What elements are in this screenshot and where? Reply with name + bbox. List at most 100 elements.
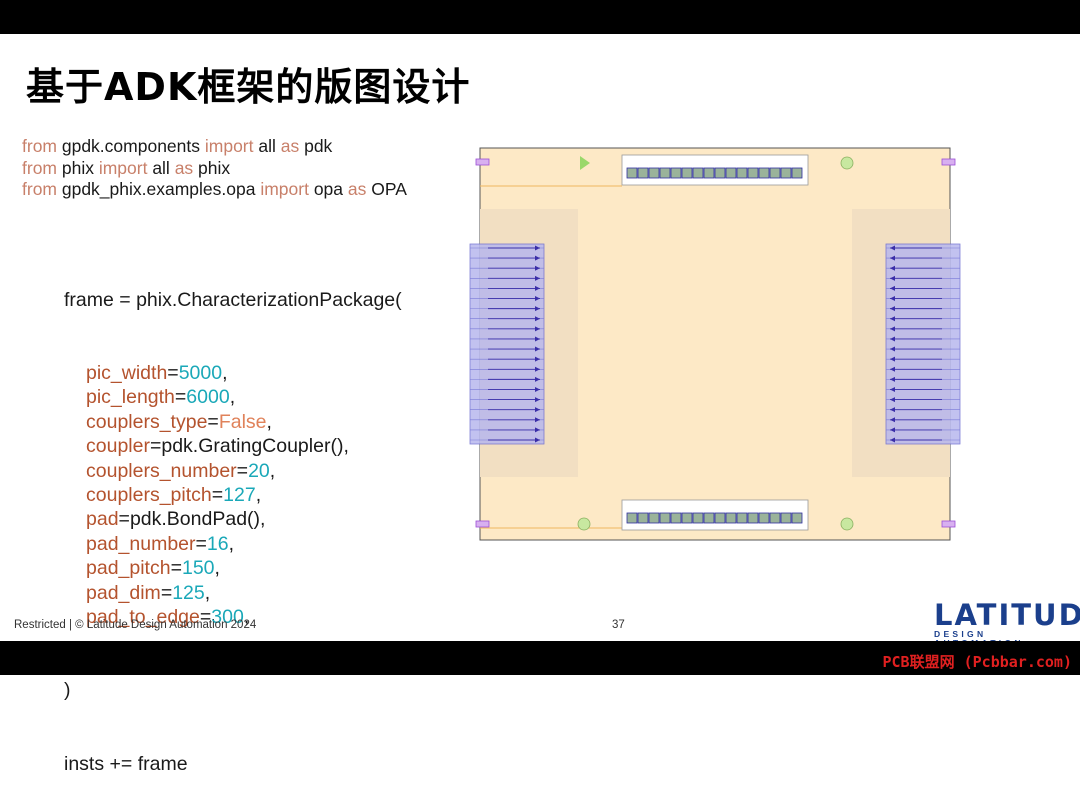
top-pad-row-pad <box>703 167 715 179</box>
triangle-marker <box>580 156 590 170</box>
equals-sign: = <box>170 557 182 580</box>
keyword-import: import <box>98 157 148 178</box>
top-pad-row-pad <box>714 167 726 179</box>
coupler-arrow <box>535 326 540 332</box>
equals-sign: = <box>211 484 224 507</box>
alignment-marker <box>840 517 854 531</box>
top-pad-row-pad <box>736 167 748 179</box>
coupler-arrow <box>890 386 895 392</box>
import-name: all <box>147 157 175 178</box>
argument-name: pad_dim <box>86 581 161 604</box>
equals-sign: = <box>149 435 162 458</box>
argument-line: pic_length=6000, <box>64 385 402 409</box>
argument-name: pad_to_edge <box>86 606 200 629</box>
coupler-arrow <box>535 427 540 433</box>
keyword-as: as <box>347 179 367 199</box>
coupler-arrow <box>535 265 540 271</box>
coupler-arrow <box>535 407 540 413</box>
argument-value: pdk.GratingCoupler() <box>161 435 344 458</box>
bottom-pad-row-pad <box>736 512 748 524</box>
argument-line: couplers_pitch=127, <box>64 483 402 507</box>
bottom-pad-row-pad <box>703 512 715 524</box>
coupler-arrow <box>890 437 895 443</box>
coupler-arrow <box>535 356 540 362</box>
coupler-arrow <box>890 245 895 251</box>
coupler-arrow <box>535 245 540 251</box>
top-pad-row-pad <box>769 167 781 179</box>
top-pad-row-pad <box>747 167 759 179</box>
argument-line: pad_dim=125, <box>64 581 402 605</box>
import-alias: pdk <box>299 136 333 156</box>
import-line: from gpdk.components import all as pdk <box>22 136 407 158</box>
bottom-pad-row-pad <box>769 512 781 524</box>
chip-layout-figure <box>469 147 961 541</box>
argument-line: pic_width=5000, <box>64 361 402 385</box>
logo-main-text: LATITUDE <box>934 598 1080 632</box>
equals-sign: = <box>199 606 212 629</box>
bottom-pad-row-pad <box>780 512 792 524</box>
coupler-arrow <box>535 366 540 372</box>
coupler-arrow <box>890 407 895 413</box>
coupler-arrow <box>535 306 540 312</box>
keyword-import: import <box>260 179 309 199</box>
argument-name: coupler <box>86 435 150 458</box>
comma: , <box>204 581 211 604</box>
argument-name: pad_pitch <box>86 557 171 580</box>
top-pad-row-pad <box>670 167 682 179</box>
equals-sign: = <box>160 581 173 604</box>
import-line: from gpdk_phix.examples.opa import opa a… <box>22 179 407 201</box>
argument-name: couplers_pitch <box>86 484 212 507</box>
bottom-pad-row-pad <box>747 512 759 524</box>
bottom-pad-row-pad <box>725 512 737 524</box>
latitude-logo: LATITUDE DESIGN AUTOMATION <box>934 598 1080 648</box>
argument-value: 150 <box>181 557 215 580</box>
coupler-arrow <box>890 346 895 352</box>
top-black-bar <box>0 0 1080 34</box>
import-alias: OPA <box>366 179 407 199</box>
comma: , <box>214 557 220 580</box>
bottom-pad-row-pad <box>681 512 693 524</box>
coupler-arrow <box>890 296 895 302</box>
bottom-pad-row-pad <box>637 512 649 524</box>
coupler-arrow <box>535 376 540 382</box>
coupler-arrow <box>535 285 540 291</box>
slide-title: 基于ADK框架的版图设计 <box>26 65 471 109</box>
top-pad-row-pad <box>725 167 737 179</box>
comma: , <box>255 484 262 507</box>
top-pad-row-pad <box>681 167 693 179</box>
coupler-array <box>469 243 545 445</box>
keyword-from: from <box>22 157 57 178</box>
top-pad-row-pad <box>791 167 803 179</box>
import-name: opa <box>308 179 348 199</box>
argument-name: couplers_type <box>86 410 208 433</box>
argument-value: 5000 <box>178 362 223 385</box>
comma: , <box>269 459 276 482</box>
bottom-pad-row-pad <box>670 512 682 524</box>
keyword-from: from <box>22 179 57 199</box>
coupler-arrow <box>890 306 895 312</box>
coupler-array <box>885 243 961 445</box>
coupler-arrow <box>890 397 895 403</box>
bottom-pad-row-pad <box>659 512 671 524</box>
coupler-arrow <box>890 417 895 423</box>
call-line: frame = phix.CharacterizationPackage( <box>64 288 402 311</box>
comma: , <box>266 410 272 433</box>
top-pad-row-pad <box>648 167 660 179</box>
corner-mark <box>941 520 956 528</box>
frame-code-block: frame = phix.CharacterizationPackage( pi… <box>64 239 402 800</box>
module-name: gpdk_phix.examples.opa <box>57 179 261 199</box>
coupler-arrow <box>535 336 540 342</box>
keyword-from: from <box>22 136 57 156</box>
coupler-arrow <box>890 427 895 433</box>
argument-line: pad_pitch=150, <box>64 556 402 580</box>
top-pad-row-pad <box>659 167 671 179</box>
coupler-arrow <box>535 255 540 261</box>
coupler-arrow <box>535 397 540 403</box>
argument-value: 300 <box>211 606 244 629</box>
equals-sign: = <box>195 532 207 555</box>
coupler-arrow <box>535 417 540 423</box>
argument-line: pad=pdk.BondPad(), <box>64 507 402 531</box>
alignment-marker <box>840 156 854 170</box>
coupler-arrow <box>535 386 540 392</box>
